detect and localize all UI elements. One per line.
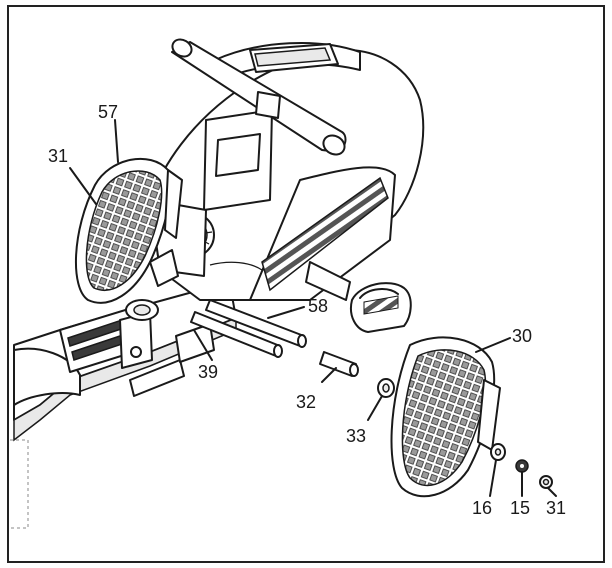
diagram-frame [7, 5, 605, 563]
cap-31 [539, 475, 553, 489]
leader-lines [69, 119, 557, 497]
callout-58: 58 [308, 296, 328, 316]
callout-16: 16 [472, 498, 492, 518]
handlebar [171, 38, 347, 156]
leader-30 [475, 337, 511, 353]
callout-31-left: 31 [48, 146, 68, 166]
leader-39 [193, 329, 213, 361]
axle-sleeve [319, 351, 359, 377]
callout-57: 57 [98, 102, 118, 122]
leader-31-left [69, 167, 97, 205]
pedal-right [390, 336, 501, 498]
callout-39: 39 [198, 362, 218, 382]
leader-58 [267, 306, 305, 319]
callout-31-right: 31 [546, 498, 566, 518]
nut-15 [515, 459, 529, 473]
frame-rail [13, 289, 237, 442]
callout-labels: 57 31 58 39 32 33 30 16 15 31 [48, 102, 566, 518]
callout-30: 30 [512, 326, 532, 346]
dashed-edge [10, 439, 29, 529]
pedal-axle [190, 299, 307, 358]
leader-32 [321, 367, 337, 383]
leader-31-right [547, 487, 557, 497]
washer-33 [377, 378, 395, 398]
callout-33: 33 [346, 426, 366, 446]
leader-57 [114, 119, 119, 163]
leader-16 [489, 459, 497, 497]
console-housing [149, 42, 425, 301]
callout-32: 32 [296, 392, 316, 412]
crank-arm [305, 261, 412, 333]
pedal-left [74, 157, 183, 304]
callout-15: 15 [510, 498, 530, 518]
washer-16 [490, 443, 506, 461]
leader-33 [367, 395, 383, 421]
